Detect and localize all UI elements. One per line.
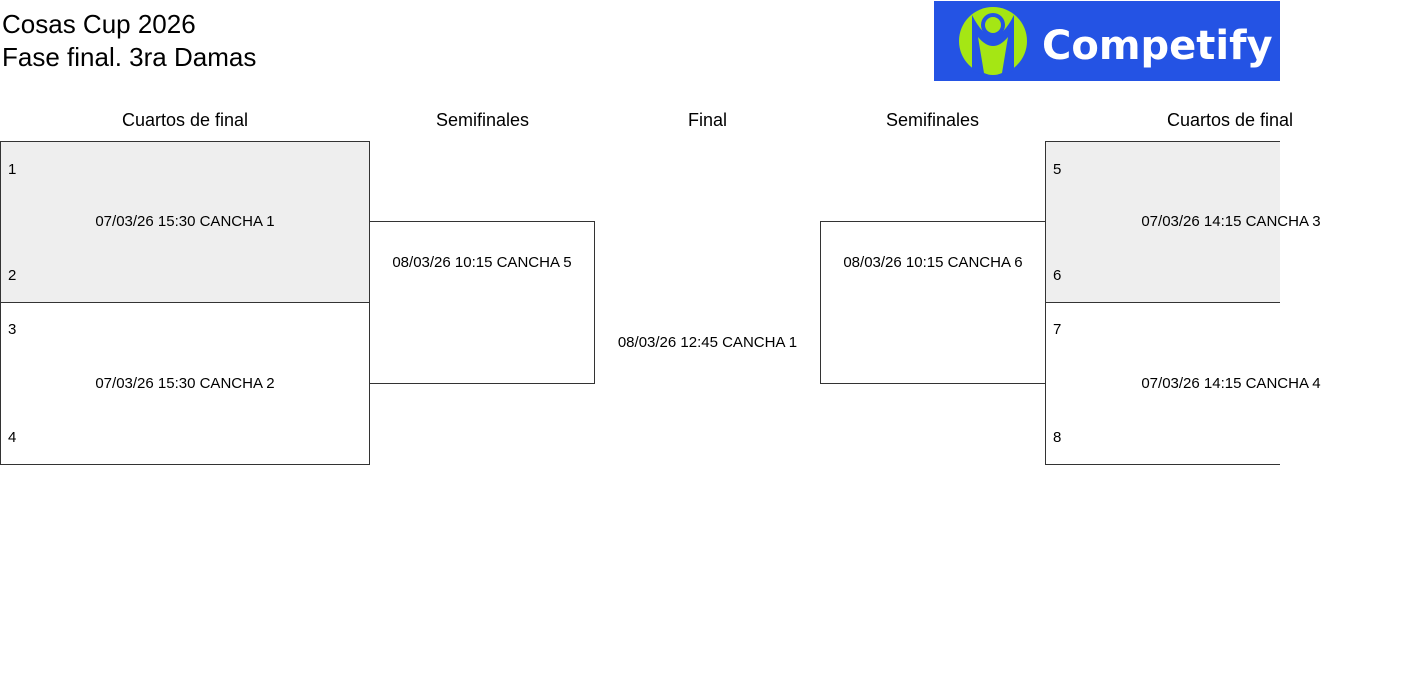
match-box-sf2[interactable]: 08/03/26 10:15 CANCHA 6 xyxy=(820,221,1046,384)
logo-text: Competify xyxy=(1042,23,1273,69)
match-info: 07/03/26 15:30 CANCHA 2 xyxy=(95,375,275,392)
seed-number: 3 xyxy=(8,321,17,338)
competify-logo: Competify xyxy=(934,1,1280,81)
seed-number: 7 xyxy=(1053,321,1062,338)
seed-number: 5 xyxy=(1053,161,1062,178)
match-info: 08/03/26 10:15 CANCHA 6 xyxy=(843,254,1023,271)
round-title-final: Final xyxy=(687,110,727,130)
competify-logo-graphic: Competify xyxy=(934,1,1280,81)
match-box-qf3[interactable]: 5 07/03/26 14:15 CANCHA 3 6 xyxy=(1045,141,1321,303)
seed-number: 6 xyxy=(1053,267,1062,284)
seed-number: 2 xyxy=(8,267,17,284)
person-icon xyxy=(959,7,1027,75)
match-info: 07/03/26 14:15 CANCHA 4 xyxy=(1141,375,1321,392)
round-title-left-semis: Semifinales xyxy=(435,110,530,130)
match-info-final[interactable]: 08/03/26 12:45 CANCHA 1 xyxy=(617,334,798,351)
seed-number: 8 xyxy=(1053,429,1062,446)
tournament-name: Cosas Cup 2026 xyxy=(2,9,196,39)
round-title-right-quarters: Cuartos de final xyxy=(1166,110,1294,130)
match-box-qf2[interactable]: 3 07/03/26 15:30 CANCHA 2 4 xyxy=(0,302,370,465)
bracket-page: Cosas Cup 2026 Fase final. 3ra Damas Com… xyxy=(0,1,1321,465)
match-box-qf1[interactable]: 1 07/03/26 15:30 CANCHA 1 2 xyxy=(0,141,370,303)
seed-number: 4 xyxy=(8,429,17,446)
page-title: Cosas Cup 2026 Fase final. 3ra Damas xyxy=(2,8,256,74)
phase-name: Fase final. 3ra Damas xyxy=(2,42,257,72)
seed-number: 1 xyxy=(8,161,17,178)
match-info: 08/03/26 10:15 CANCHA 5 xyxy=(392,254,572,271)
match-box-sf1[interactable]: 08/03/26 10:15 CANCHA 5 xyxy=(369,221,595,384)
match-info: 07/03/26 15:30 CANCHA 1 xyxy=(95,213,275,230)
match-info: 07/03/26 14:15 CANCHA 3 xyxy=(1141,213,1321,230)
match-box-qf4[interactable]: 7 07/03/26 14:15 CANCHA 4 8 xyxy=(1045,302,1321,465)
round-title-right-semis: Semifinales xyxy=(885,110,980,130)
round-title-left-quarters: Cuartos de final xyxy=(121,110,249,130)
